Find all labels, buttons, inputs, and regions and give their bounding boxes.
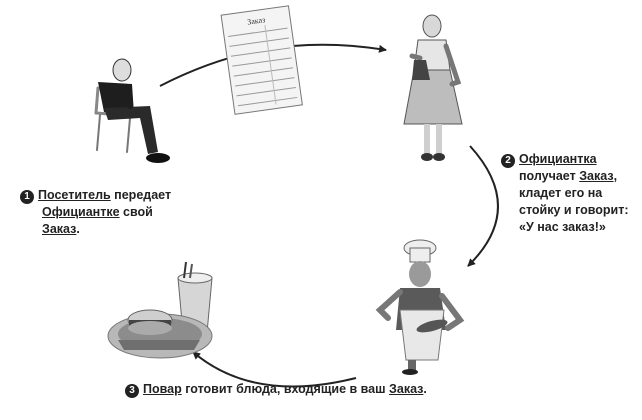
customer-term: Посетитель	[38, 188, 111, 202]
order-term: Заказ	[42, 222, 77, 236]
waitress-term: Официантке	[42, 205, 120, 219]
step-3-text-2: .	[423, 382, 427, 396]
step-3-caption: 3 Повар готовит блюда, входящие в ваш Зак…	[125, 381, 427, 398]
order-slip-title: Заказ	[247, 15, 266, 26]
step-3-number: 3	[125, 384, 139, 398]
waitress-term: Официантка	[519, 152, 597, 166]
step-2-caption: 2 Официантка получает Заказ, кладет его н…	[501, 151, 629, 236]
order-slip: Заказ	[220, 5, 303, 115]
step-1-caption: 1 Посетитель передает Официантке свой Зак…	[20, 187, 171, 238]
step-1-number: 1	[20, 190, 34, 204]
arrow-waitress-to-cook	[467, 145, 499, 267]
step-1-text-3: .	[76, 222, 80, 236]
step-3-text-1: готовит блюда, входящие в ваш	[181, 382, 390, 396]
step-2-text-4: стойку и говорит:	[519, 203, 629, 217]
cook-term: Повар	[143, 382, 182, 396]
step-1-text-2: свой	[119, 205, 153, 219]
food-illustration	[107, 261, 213, 359]
step-1-text-1: передает	[110, 188, 172, 202]
arrow-cook-to-food	[192, 351, 357, 388]
step-2-number: 2	[501, 154, 515, 168]
order-term: Заказ	[389, 382, 424, 396]
step-2-text-3: кладет его на	[519, 186, 603, 200]
step-2-text-1: получает	[519, 169, 580, 183]
step-2-text-5: «У нас заказ!»	[519, 220, 606, 234]
cook-figure	[375, 239, 465, 375]
customer-figure	[94, 58, 170, 163]
waitress-figure	[403, 14, 463, 161]
order-term: Заказ	[579, 169, 614, 183]
step-2-text-2: ,	[613, 169, 618, 183]
